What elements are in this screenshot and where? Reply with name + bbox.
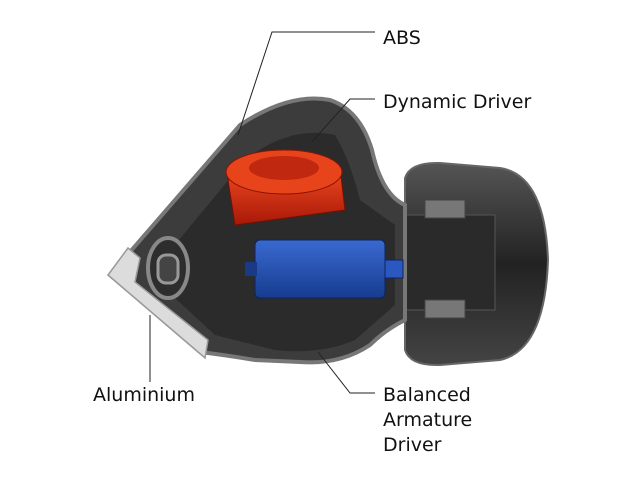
label-line-1: Balanced (383, 384, 471, 406)
label-line-2: Armature (383, 409, 473, 431)
label-abs: ABS (383, 27, 421, 49)
dynamic-driver-leader-line (311, 98, 375, 143)
label-aluminium: Aluminium (93, 384, 195, 406)
label-balanced-armature-driver: Balanced Armature Driver (383, 383, 472, 458)
nozzle (394, 214, 496, 311)
aluminium-plate (106, 246, 209, 360)
balanced-armature-driver (245, 239, 404, 299)
abs-leader-line (237, 31, 375, 136)
balanced-armature-leader-line (317, 351, 375, 394)
label-dynamic-driver: Dynamic Driver (383, 91, 532, 113)
label-line-3: Driver (383, 434, 442, 456)
dynamic-driver (225, 149, 346, 226)
